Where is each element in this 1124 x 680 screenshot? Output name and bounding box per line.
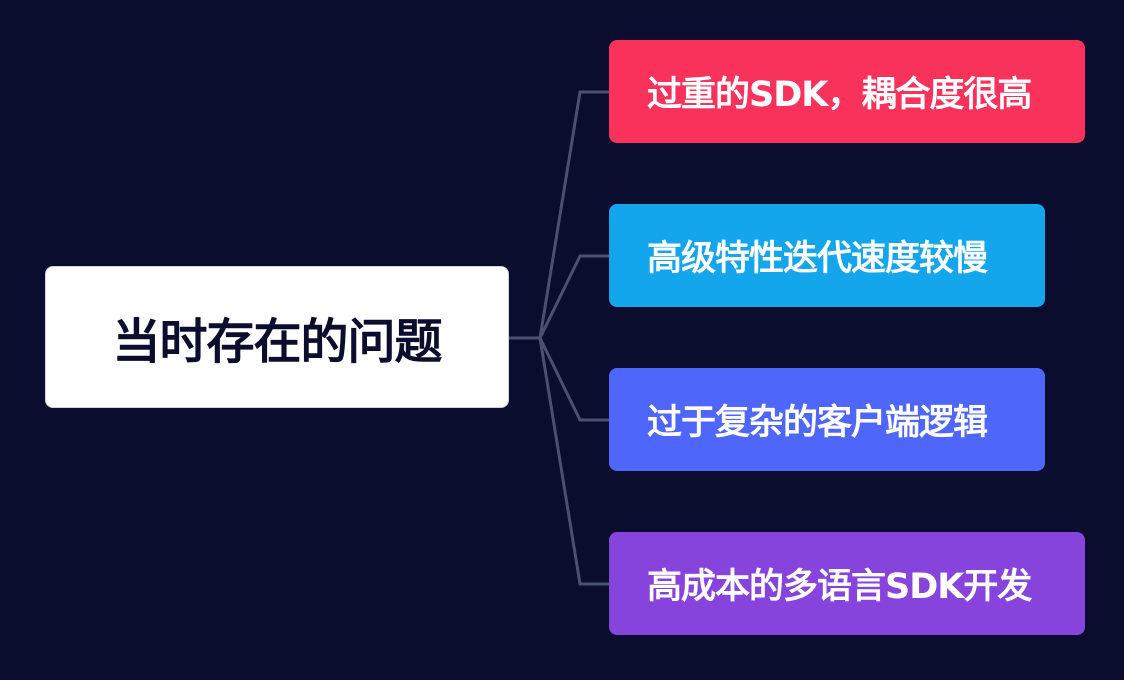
branch-label-1: 过重的SDK，耦合度很高 — [647, 75, 1032, 115]
branch-label-2: 高级特性迭代速度较慢 — [647, 239, 988, 279]
branch-node-4[interactable]: 高成本的多语言SDK开发 — [609, 532, 1085, 635]
root-label: 当时存在的问题 — [112, 314, 442, 370]
branch-label-3: 过于复杂的客户端逻辑 — [647, 403, 988, 443]
branch-node-3[interactable]: 过于复杂的客户端逻辑 — [609, 368, 1045, 471]
branch-label-4: 高成本的多语言SDK开发 — [647, 567, 1032, 607]
connector-branch-2 — [509, 254, 609, 340]
root-node[interactable]: 当时存在的问题 — [45, 266, 509, 408]
connector-branch-3 — [509, 336, 609, 422]
branch-node-2[interactable]: 高级特性迭代速度较慢 — [609, 204, 1045, 307]
connector-branch-4 — [509, 336, 609, 586]
branch-node-1[interactable]: 过重的SDK，耦合度很高 — [609, 40, 1085, 143]
